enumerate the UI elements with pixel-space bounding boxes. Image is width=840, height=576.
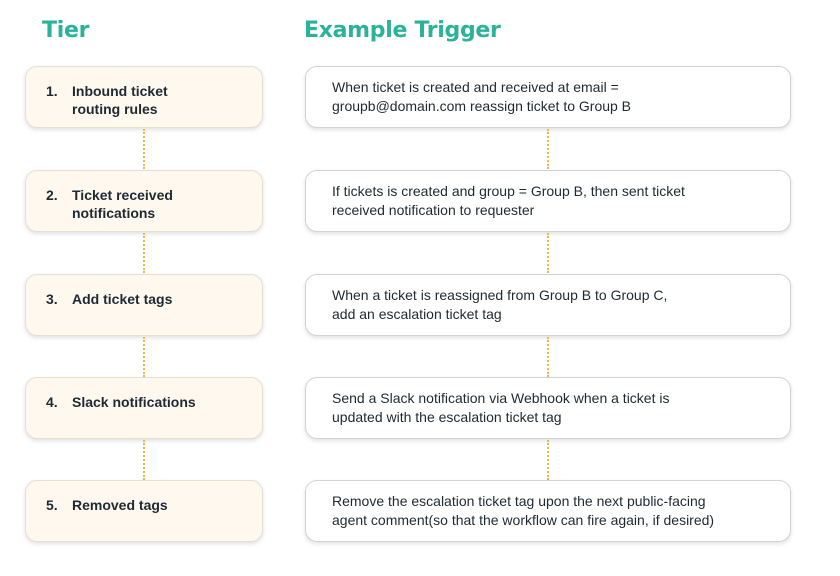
tier-box-4: 4. Slack notifications — [25, 377, 263, 439]
tier-number: 2. — [46, 187, 58, 203]
trigger-connector — [547, 337, 549, 377]
trigger-connector — [547, 129, 549, 169]
tier-box-5: 5. Removed tags — [25, 480, 263, 542]
trigger-box-2: If tickets is created and group = Group … — [305, 170, 791, 232]
trigger-box-4: Send a Slack notification via Webhook wh… — [305, 377, 791, 439]
tier-heading: Tier — [42, 18, 90, 43]
tier-number: 5. — [46, 497, 58, 513]
trigger-connector — [547, 440, 549, 480]
tier-label: Add ticket tags — [72, 291, 173, 307]
tier-box-1: 1. Inbound ticket routing rules — [25, 66, 263, 128]
tier-number: 1. — [46, 83, 58, 99]
tier-connector — [143, 440, 145, 480]
tier-box-2: 2. Ticket received notifications — [25, 170, 263, 232]
example-trigger-heading: Example Trigger — [304, 18, 501, 43]
tier-label: Ticket received notifications — [72, 187, 173, 221]
tier-number: 4. — [46, 394, 58, 410]
trigger-box-3: When a ticket is reassigned from Group B… — [305, 274, 791, 336]
tier-connector — [143, 337, 145, 377]
tier-label: Inbound ticket routing rules — [72, 83, 168, 117]
tier-connector — [143, 129, 145, 169]
tier-connector — [143, 233, 145, 273]
tier-number: 3. — [46, 291, 58, 307]
tier-box-3: 3. Add ticket tags — [25, 274, 263, 336]
trigger-box-5: Remove the escalation ticket tag upon th… — [305, 480, 791, 542]
tier-label: Slack notifications — [72, 394, 196, 410]
tier-label: Removed tags — [72, 497, 168, 513]
trigger-connector — [547, 233, 549, 273]
trigger-box-1: When ticket is created and received at e… — [305, 66, 791, 128]
